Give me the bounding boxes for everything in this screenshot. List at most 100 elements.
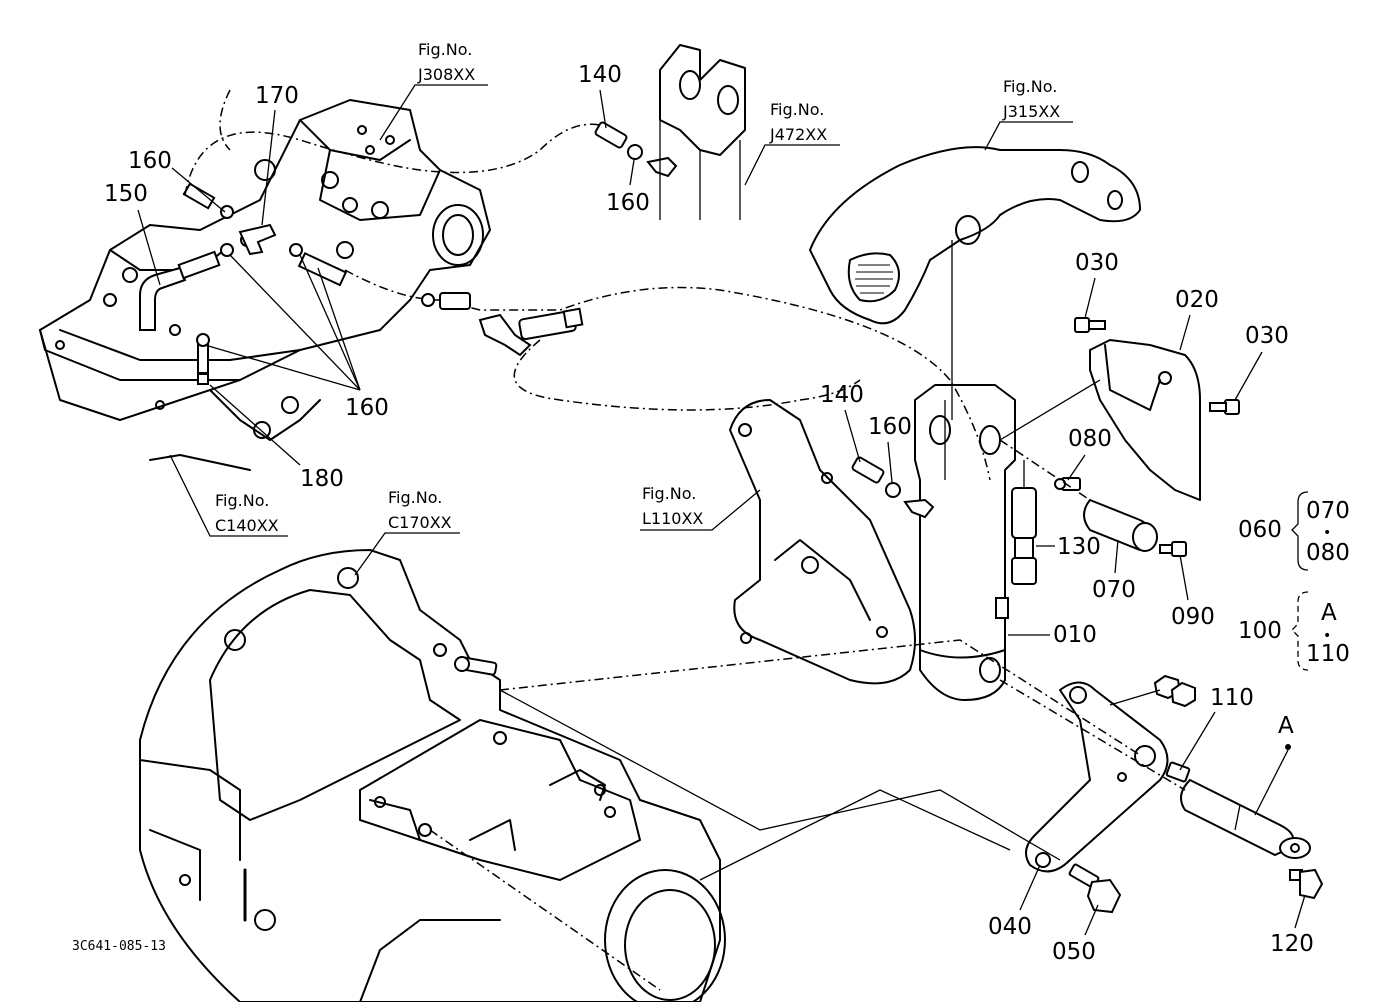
svg-text:150: 150 xyxy=(104,181,148,207)
dashed-hose-return xyxy=(184,123,601,196)
hydraulic-cylinder-010 xyxy=(914,384,1016,701)
svg-text:020: 020 xyxy=(1175,287,1219,313)
bolt-050 xyxy=(1068,863,1122,914)
svg-text:Fig.No.: Fig.No. xyxy=(215,491,269,510)
svg-text:100: 100 xyxy=(1238,618,1282,644)
frame-bracket xyxy=(729,399,916,685)
svg-text:Fig.No.: Fig.No. xyxy=(388,488,442,507)
svg-text:010: 010 xyxy=(1053,622,1097,648)
assembly-line-lower xyxy=(429,829,661,991)
bolt-030-right xyxy=(1209,399,1240,415)
svg-text:080: 080 xyxy=(1306,540,1350,566)
callout-160-top-left: 160 xyxy=(128,148,226,213)
nuts-near-110 xyxy=(1153,674,1196,708)
valve-block-assembly xyxy=(39,99,491,471)
hose-140-top xyxy=(594,121,678,178)
svg-text:040: 040 xyxy=(988,914,1032,940)
svg-text:070: 070 xyxy=(1092,577,1136,603)
svg-text:080: 080 xyxy=(1068,426,1112,452)
svg-text:130: 130 xyxy=(1057,534,1101,560)
lift-arm xyxy=(809,146,1141,420)
callout-110: 110 xyxy=(1179,685,1254,771)
grease-nipple-110 xyxy=(1165,761,1191,783)
callout-160-mid: 160 xyxy=(868,414,912,483)
assembly-line-housing xyxy=(499,689,1061,861)
cylinder-clevis-top xyxy=(659,44,746,220)
callout-030-left: 030 xyxy=(1075,250,1119,319)
fig-ref-j308: Fig.No. J308XX xyxy=(379,40,488,141)
svg-text:Fig.No.: Fig.No. xyxy=(642,484,696,503)
sensor-130 xyxy=(1011,460,1037,585)
callout-120: 120 xyxy=(1270,894,1314,957)
group-100: 100 A • 110 xyxy=(1238,591,1350,671)
callout-050: 050 xyxy=(1052,904,1099,965)
svg-text:110: 110 xyxy=(1306,641,1350,667)
svg-text:160: 160 xyxy=(345,395,389,421)
callout-160-top: 160 xyxy=(606,159,650,216)
callout-080: 080 xyxy=(1067,426,1112,481)
svg-text:160: 160 xyxy=(128,148,172,174)
hose-140-cylinder xyxy=(851,456,935,519)
svg-text:J472XX: J472XX xyxy=(769,125,827,144)
svg-text:170: 170 xyxy=(255,83,299,109)
svg-text:Fig.No.: Fig.No. xyxy=(770,100,824,119)
callout-170: 170 xyxy=(255,83,299,226)
callout-130: 130 xyxy=(1036,534,1101,560)
svg-text:•: • xyxy=(1323,628,1331,644)
svg-text:060: 060 xyxy=(1238,517,1282,543)
fig-ref-l110: Fig.No. L110XX xyxy=(640,484,761,531)
dashed-hose-left xyxy=(219,89,231,151)
svg-text:•: • xyxy=(1323,525,1331,541)
callout-020: 020 xyxy=(1175,287,1219,351)
bracket-040 xyxy=(1025,681,1169,873)
svg-text:160: 160 xyxy=(606,190,650,216)
group-060: 060 070 • 080 xyxy=(1238,491,1350,571)
bolt-090 xyxy=(1159,541,1187,557)
callout-030-right: 030 xyxy=(1234,323,1289,401)
svg-text:030: 030 xyxy=(1075,250,1119,276)
svg-text:C170XX: C170XX xyxy=(388,513,452,532)
assembly-line-020 xyxy=(999,379,1101,441)
svg-text:180: 180 xyxy=(300,466,344,492)
fig-ref-c170: Fig.No. C170XX xyxy=(354,488,460,576)
assembly-line-040 xyxy=(1109,689,1161,706)
callout-150: 150 xyxy=(104,181,161,286)
callout-160-bottom: 160 xyxy=(204,254,389,421)
callout-010: 010 xyxy=(1008,622,1097,648)
assembly-line-lower-2 xyxy=(699,789,1011,881)
cover-020 xyxy=(1089,339,1201,501)
callout-140-top: 140 xyxy=(578,62,622,129)
callout-040: 040 xyxy=(988,864,1041,940)
pin-070 xyxy=(1083,498,1158,552)
svg-text:140: 140 xyxy=(578,62,622,88)
fig-ref-j472: Fig.No. J472XX xyxy=(744,100,840,186)
svg-text:Fig.No.: Fig.No. xyxy=(1003,77,1057,96)
svg-text:J308XX: J308XX xyxy=(417,65,475,84)
dashed-hose-loop xyxy=(513,339,861,411)
callout-070: 070 xyxy=(1092,539,1136,603)
svg-text:110: 110 xyxy=(1210,685,1254,711)
transmission-housing xyxy=(139,549,726,1002)
svg-text:160: 160 xyxy=(868,414,912,440)
hose-150 xyxy=(139,266,187,331)
callout-140-mid: 140 xyxy=(820,382,864,463)
svg-text:050: 050 xyxy=(1052,939,1096,965)
svg-text:J315XX: J315XX xyxy=(1002,102,1060,121)
callout-180: 180 xyxy=(209,384,344,492)
svg-text:120: 120 xyxy=(1270,931,1314,957)
fitting-180 xyxy=(196,333,210,385)
bolt-120 xyxy=(1289,868,1324,900)
callout-A: A xyxy=(1254,713,1294,816)
assembly-line-pin xyxy=(499,639,1141,756)
fig-ref-j315: Fig.No. J315XX xyxy=(984,77,1073,151)
fig-ref-c140: Fig.No. C140XX xyxy=(169,454,288,537)
svg-text:070: 070 xyxy=(1306,498,1350,524)
dashed-hose-main xyxy=(344,269,991,481)
svg-text:090: 090 xyxy=(1171,604,1215,630)
drawing-code: 3C641-085-13 xyxy=(72,939,166,954)
callout-090: 090 xyxy=(1171,554,1215,630)
svg-text:L110XX: L110XX xyxy=(642,509,703,528)
assembly-line-070 xyxy=(999,439,1091,501)
svg-text:Fig.No.: Fig.No. xyxy=(418,40,472,59)
